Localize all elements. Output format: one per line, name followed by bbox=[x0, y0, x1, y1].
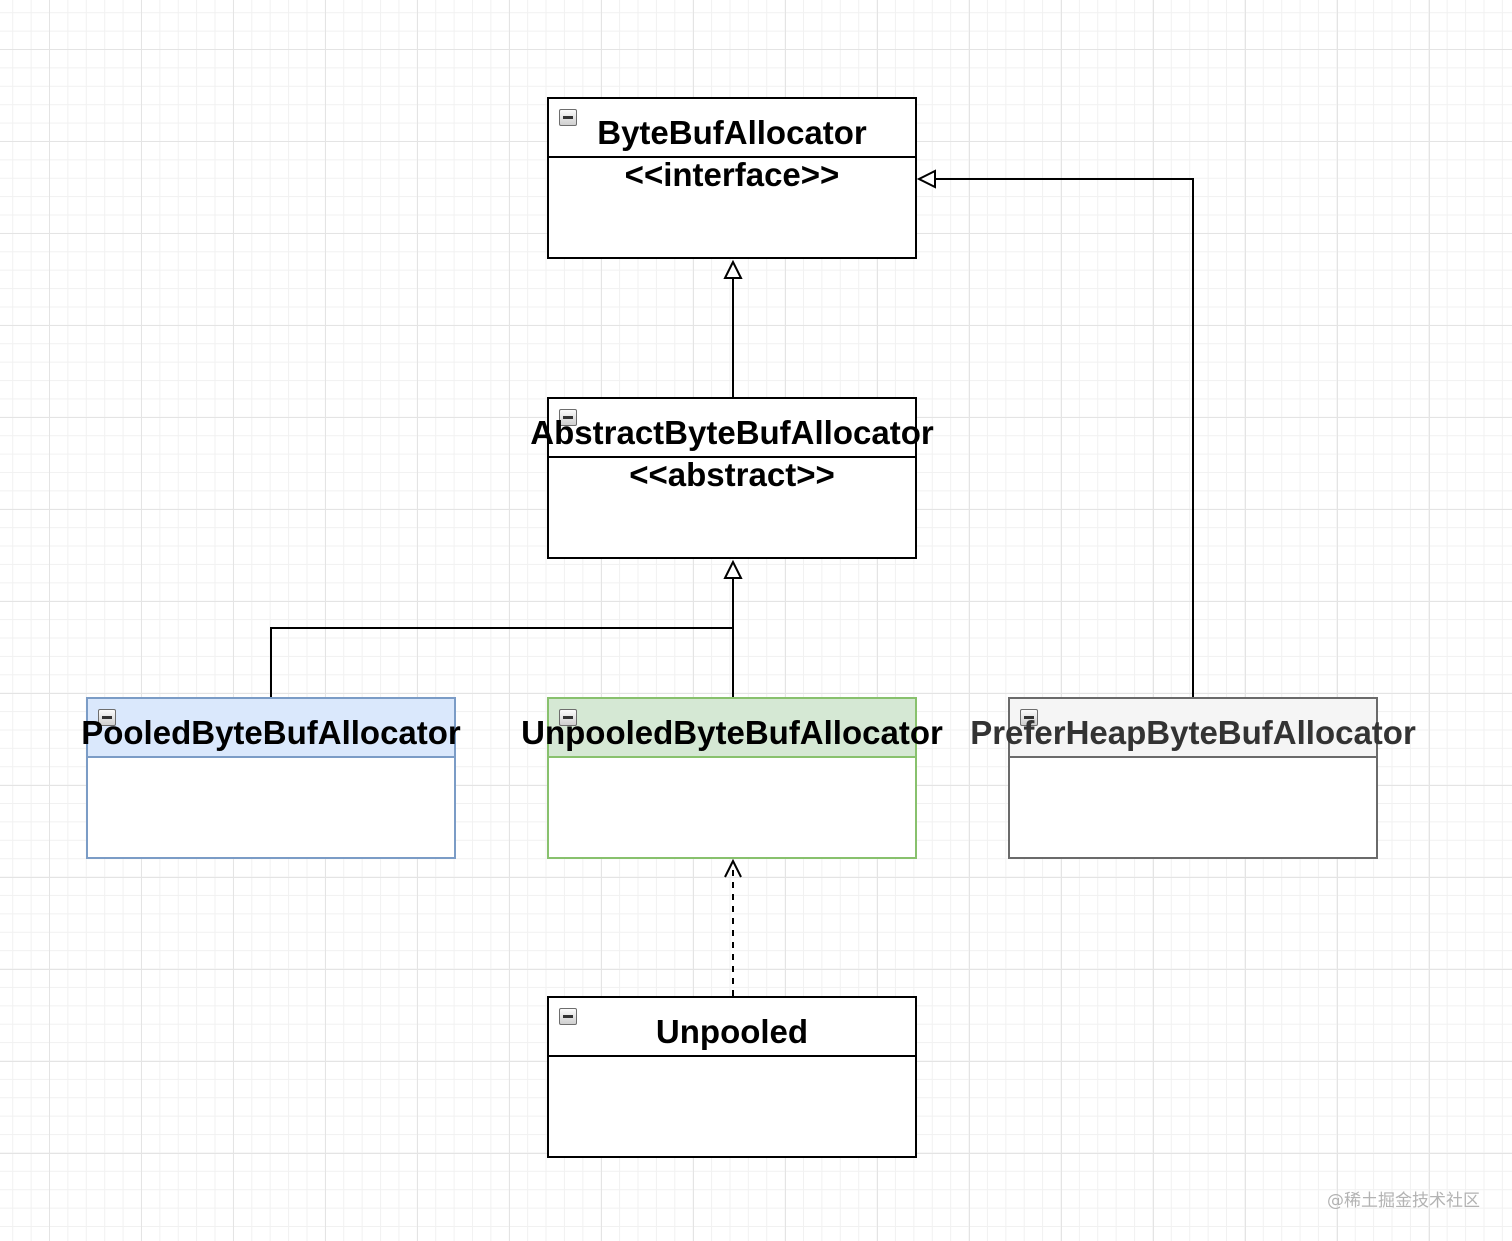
class-bytebufallocator[interactable]: ByteBufAllocator <<interface>> bbox=[547, 97, 917, 259]
connector-preferheap-to-interface bbox=[935, 178, 1194, 697]
arrowhead-hollow-triangle bbox=[916, 169, 936, 189]
class-header: AbstractByteBufAllocator bbox=[530, 399, 934, 458]
class-name: ByteBufAllocator bbox=[597, 114, 867, 151]
class-header: Unpooled bbox=[549, 998, 915, 1057]
class-body bbox=[549, 758, 915, 857]
collapse-icon[interactable] bbox=[559, 409, 577, 426]
collapse-icon[interactable] bbox=[559, 1008, 577, 1025]
arrowhead-hollow-triangle bbox=[723, 259, 743, 279]
class-body bbox=[88, 758, 454, 857]
class-unpooledbytebufallocator[interactable]: UnpooledByteBufAllocator bbox=[521, 697, 943, 859]
connector-pooled-to-abstract bbox=[270, 627, 733, 697]
class-header: ByteBufAllocator bbox=[549, 99, 915, 158]
class-header: PooledByteBufAllocator bbox=[81, 699, 461, 758]
collapse-icon[interactable] bbox=[559, 109, 577, 126]
class-preferheapbytebufallocator[interactable]: PreferHeapByteBufAllocator bbox=[970, 697, 1416, 859]
class-unpooled[interactable]: Unpooled bbox=[547, 996, 917, 1158]
class-name: PreferHeapByteBufAllocator bbox=[970, 714, 1416, 751]
class-header: PreferHeapByteBufAllocator bbox=[970, 699, 1416, 758]
arrowhead-open bbox=[724, 858, 742, 878]
class-name: AbstractByteBufAllocator bbox=[530, 414, 934, 451]
collapse-icon[interactable] bbox=[559, 709, 577, 726]
collapse-icon[interactable] bbox=[1020, 709, 1038, 726]
class-pooledbytebufallocator[interactable]: PooledByteBufAllocator bbox=[81, 697, 461, 859]
arrowhead-hollow-triangle bbox=[723, 559, 743, 579]
class-stereotype: <<abstract>> bbox=[629, 456, 835, 493]
class-name: Unpooled bbox=[655, 1013, 809, 1050]
collapse-icon[interactable] bbox=[98, 709, 116, 726]
class-name: PooledByteBufAllocator bbox=[81, 714, 461, 751]
class-abstractbytebufallocator[interactable]: AbstractByteBufAllocator <<abstract>> bbox=[530, 397, 934, 559]
class-body bbox=[1010, 758, 1376, 857]
class-header: UnpooledByteBufAllocator bbox=[521, 699, 943, 758]
class-stereotype: <<interface>> bbox=[624, 156, 840, 193]
watermark: @稀土掘金技术社区 bbox=[1327, 1191, 1480, 1211]
class-name: UnpooledByteBufAllocator bbox=[521, 714, 943, 751]
class-body bbox=[549, 1057, 915, 1156]
